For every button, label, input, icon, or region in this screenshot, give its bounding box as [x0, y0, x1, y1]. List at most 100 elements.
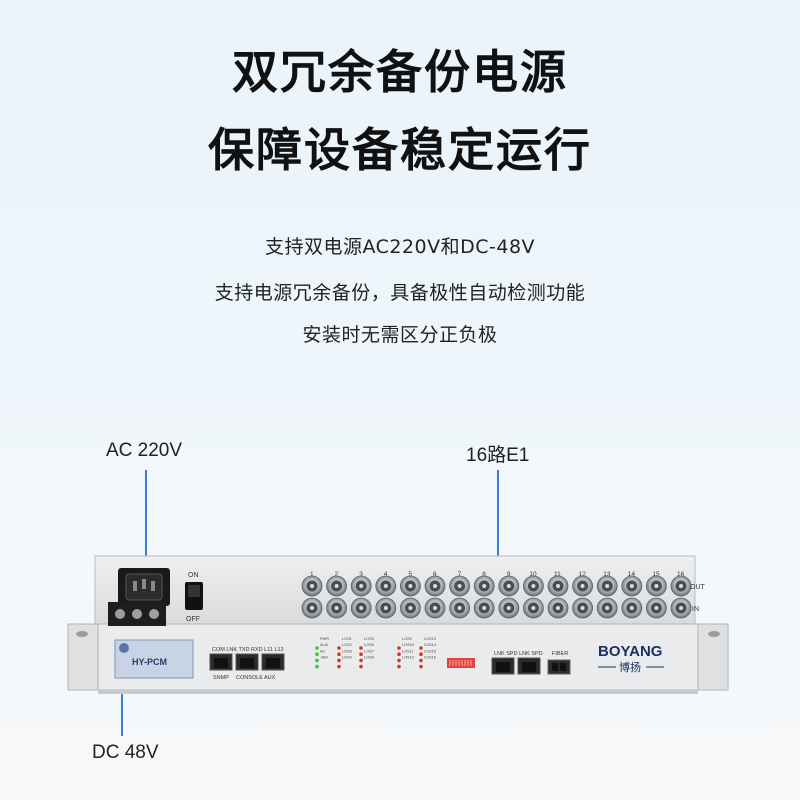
bnc-number-label: 8	[482, 571, 486, 578]
led-label: LOS7	[364, 649, 374, 653]
led-label: LOS15	[424, 649, 436, 653]
bnc-out-connector-icon[interactable]	[449, 575, 471, 597]
bnc-row-in-label: IN	[692, 606, 699, 613]
status-led-icon	[337, 664, 341, 669]
port-aux-label: AUX	[264, 675, 276, 681]
bnc-in-connector-icon[interactable]	[621, 597, 643, 619]
callout-dc-48v: DC 48V	[92, 742, 159, 763]
feature-text-2: 支持电源冗余备份，具备极性自动检测功能	[214, 282, 586, 304]
rack-hole-icon	[76, 631, 88, 637]
bnc-number-label: 2	[335, 571, 339, 578]
led-label: LOS6	[364, 643, 374, 647]
status-led-icon	[397, 664, 401, 669]
rj45-port-lan2[interactable]	[517, 657, 541, 675]
bnc-number-label: 7	[458, 571, 462, 578]
rj45-port-lan1[interactable]	[491, 657, 515, 675]
bnc-in-connector-icon[interactable]	[646, 597, 667, 619]
feature-text-3: 安装时无需区分正负极	[302, 324, 498, 346]
status-led-icon	[397, 658, 401, 663]
rj45-port-aux[interactable]	[261, 653, 285, 671]
bnc-in-connector-icon[interactable]	[596, 597, 618, 619]
bnc-number-label: 14	[628, 571, 636, 578]
bnc-in-connector-icon[interactable]	[572, 597, 593, 619]
bnc-out-connector-icon[interactable]	[670, 575, 692, 597]
port-snmp-label: SNMP	[213, 675, 229, 681]
bnc-out-connector-icon[interactable]	[326, 575, 348, 597]
bnc-in-connector-icon[interactable]	[350, 597, 372, 619]
callout-ac-line	[145, 470, 147, 575]
led-label: ALM	[320, 643, 328, 647]
status-led-icon	[419, 646, 423, 650]
led-label: LOS5	[364, 637, 374, 641]
status-led-icon	[337, 652, 341, 656]
bnc-in-connector-icon[interactable]	[547, 597, 569, 619]
bnc-row-out-label: OUT	[690, 584, 706, 591]
bnc-out-connector-icon[interactable]	[473, 575, 495, 597]
rear-chassis	[94, 555, 696, 627]
fiber-sfp-port[interactable]	[547, 659, 571, 675]
bnc-out-connector-icon[interactable]	[498, 575, 520, 597]
bnc-in-connector-icon[interactable]	[375, 597, 397, 619]
bnc-in-connector-icon[interactable]	[424, 597, 446, 619]
dip-switch-icon[interactable]	[447, 658, 475, 668]
rack-ear-left	[67, 623, 99, 691]
bnc-in-connector-icon[interactable]	[523, 597, 544, 619]
bnc-out-connector-icon[interactable]	[547, 575, 569, 597]
bnc-out-connector-icon[interactable]	[424, 575, 446, 597]
rj45-port-snmp[interactable]	[209, 653, 233, 671]
feature-text-1: 支持双电源AC220V和DC-48V	[264, 236, 536, 258]
port-console-label: CONSOLE	[236, 675, 263, 681]
callout-ac-220v: AC 220V	[106, 440, 183, 461]
bnc-out-connector-icon[interactable]	[646, 575, 667, 597]
bnc-number-label: 4	[384, 571, 388, 578]
callout-16-e1: 16路E1	[466, 445, 530, 466]
panel-bottom-edge	[98, 690, 698, 694]
bnc-number-label: 5	[408, 571, 412, 578]
status-led-icon	[315, 652, 319, 656]
switch-on-label: ON	[188, 572, 199, 579]
bnc-out-connector-icon[interactable]	[301, 575, 323, 597]
led-label: PWR	[320, 637, 329, 641]
bnc-out-connector-icon[interactable]	[523, 575, 544, 597]
bnc-out-connector-icon[interactable]	[572, 575, 593, 597]
bnc-in-connector-icon[interactable]	[670, 597, 692, 619]
bnc-number-label: 3	[359, 571, 363, 578]
bnc-in-connector-icon[interactable]	[326, 597, 348, 619]
bnc-in-connector-icon[interactable]	[399, 597, 421, 619]
status-led-icon	[419, 652, 423, 656]
bnc-number-label: 1	[310, 571, 314, 578]
led-label: AC	[320, 649, 326, 653]
rj45-port-console[interactable]	[235, 653, 259, 671]
bnc-in-connector-icon[interactable]	[449, 597, 471, 619]
status-led-icon	[315, 658, 319, 663]
status-led-icon	[359, 658, 363, 663]
bnc-number-label: 16	[677, 571, 685, 578]
led-label: LOS10	[402, 643, 414, 647]
brand-logo-cn: 博扬	[619, 660, 641, 674]
headline-line-1: 双冗余备份电源	[232, 45, 568, 99]
bnc-out-connector-icon[interactable]	[399, 575, 421, 597]
led-label: LOS12	[402, 656, 414, 660]
led-label: LOS14	[424, 643, 436, 647]
led-label: LOS1	[342, 637, 352, 641]
label-model-text: HY-PCM	[132, 657, 167, 667]
led-label: LOS11	[402, 649, 414, 653]
status-led-icon	[315, 664, 319, 669]
bnc-in-connector-icon[interactable]	[473, 597, 495, 619]
led-label: LOS9	[402, 637, 412, 641]
brand-logo-en: BOYANG	[598, 643, 662, 660]
led-label: LOS2	[342, 643, 352, 647]
bnc-number-label: 10	[529, 571, 537, 578]
bnc-in-connector-icon[interactable]	[301, 597, 323, 619]
rj45-left-labels: COM LNK TXD RXD L11 L12	[212, 647, 284, 653]
bnc-in-connector-icon[interactable]	[498, 597, 520, 619]
bnc-number-label: 15	[652, 571, 660, 578]
status-led-icon	[359, 664, 363, 669]
bnc-out-connector-icon[interactable]	[350, 575, 372, 597]
status-led-icon	[359, 646, 363, 650]
bnc-out-connector-icon[interactable]	[621, 575, 643, 597]
bnc-out-connector-icon[interactable]	[596, 575, 618, 597]
status-led-icon	[359, 652, 363, 656]
status-led-icon	[397, 646, 401, 650]
bnc-out-connector-icon[interactable]	[375, 575, 397, 597]
